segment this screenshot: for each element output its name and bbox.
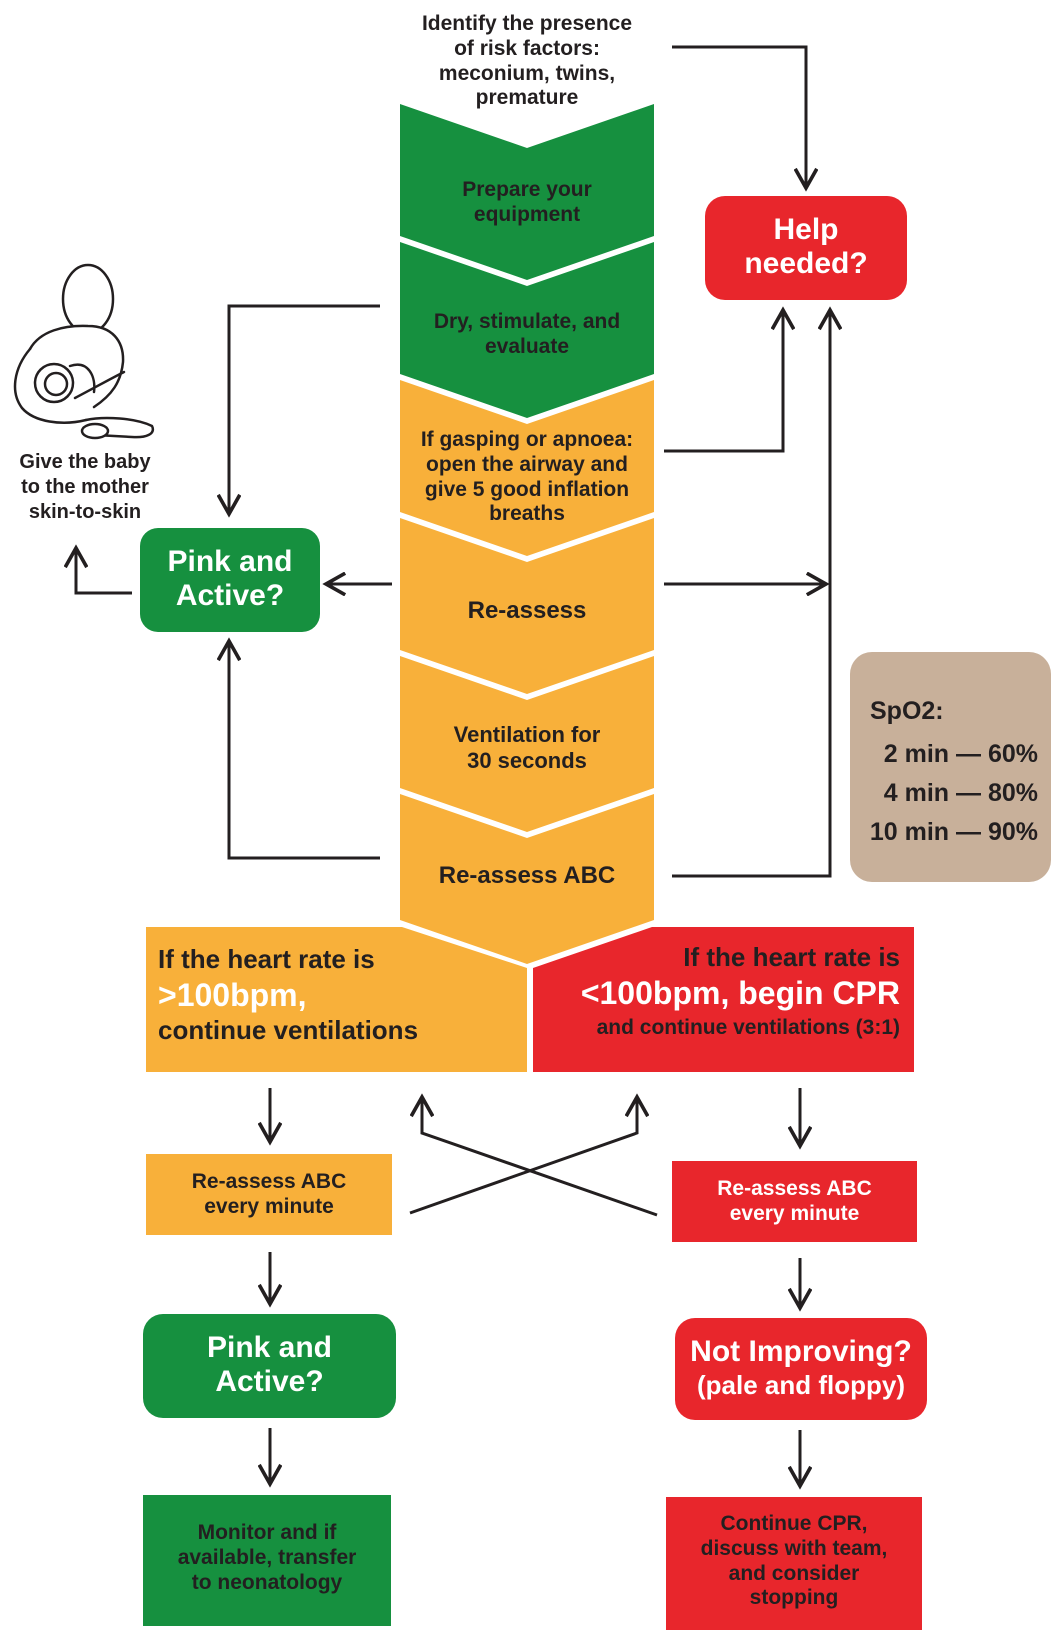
step-reassess-abc-label: Re-assess ABC: [400, 862, 654, 890]
pink-active-line: Pink and: [167, 545, 293, 578]
hr-low-line1: If the heart rate is: [683, 942, 900, 972]
hr-high-line2: >100bpm,: [158, 976, 307, 1013]
reassess-right-box: [672, 1161, 917, 1242]
step-line: Re-assess ABC: [438, 862, 616, 889]
arrow-risk-to-help: [672, 45, 806, 188]
arrow-pink-to-mother: [76, 548, 132, 595]
mother-caption-line: Give the baby: [19, 451, 151, 473]
hr-high-text: If the heart rate is >100bpm, continue v…: [158, 943, 518, 1046]
step-airway-label: If gasping or apnoea: open the airway an…: [400, 428, 654, 527]
step-ventilation-label: Ventilation for 30 seconds: [400, 722, 654, 774]
hr-high-line3: continue ventilations: [158, 1014, 419, 1045]
spo2-row: 10 min — 90%: [869, 818, 1038, 846]
step-line: give 5 good inflation: [424, 477, 630, 501]
risk-factors-line: of risk factors:: [454, 36, 600, 60]
arrow-dry-to-pink: [229, 304, 380, 514]
spo2-targets: 2 min — 60% 4 min — 80% 10 min — 90%: [850, 735, 1038, 852]
step-line: Dry, stimulate, and: [433, 310, 621, 333]
step-line: evaluate: [484, 334, 570, 358]
continue-cpr-line: Continue CPR,: [720, 1512, 868, 1535]
reassess-left-label: Re-assess ABC every minute: [146, 1170, 392, 1220]
reassess-right-label: Re-assess ABC every minute: [672, 1177, 917, 1227]
hr-low-line2: <100bpm, begin CPR: [580, 974, 900, 1011]
risk-factors-text: Identify the presence of risk factors: m…: [380, 12, 674, 111]
continue-cpr-line: stopping: [749, 1586, 839, 1610]
monitor-line: Monitor and if: [197, 1521, 337, 1544]
monitor-line: to neonatology: [191, 1570, 343, 1594]
not-improving-label: Not Improving? (pale and floppy): [675, 1335, 927, 1401]
hr-low-line3: and continue ventilations (3:1): [596, 1015, 900, 1039]
heart-rate-high-box: [146, 927, 527, 1072]
reassess-right-line: every minute: [729, 1201, 860, 1225]
monitor-box: [143, 1495, 391, 1626]
mother-caption: Give the baby to the mother skin-to-skin: [0, 450, 170, 525]
spo2-row: 4 min — 80%: [883, 779, 1038, 807]
continue-cpr-line: discuss with team,: [700, 1536, 888, 1560]
arrow-airway-to-help: [664, 310, 783, 453]
reassess-right-line: Re-assess ABC: [717, 1177, 872, 1200]
pink-active-bottom-label: Pink and Active?: [143, 1331, 396, 1398]
continue-cpr-label: Continue CPR, discuss with team, and con…: [666, 1512, 922, 1611]
not-improving-line2: (pale and floppy): [697, 1369, 905, 1400]
monitor-line: available, transfer: [177, 1545, 357, 1569]
risk-factors-line: premature: [475, 86, 579, 110]
pink-active-line: Active?: [175, 578, 285, 612]
help-needed-box: [705, 196, 907, 300]
chevron-reassess: [400, 518, 654, 694]
pink-active-top-box: [140, 528, 320, 632]
chevron-ventilation: [400, 656, 654, 832]
reassess-left-box: [146, 1154, 392, 1235]
help-line: needed?: [744, 246, 868, 280]
reassess-left-line: Re-assess ABC: [191, 1170, 347, 1193]
heart-rate-low-box: [533, 927, 914, 1072]
arrow-abc-to-pink: [229, 641, 380, 860]
arrow-reassess-abc-to-help: [672, 310, 830, 878]
mother-holding-baby-icon: [13, 263, 155, 440]
risk-factors-line: meconium, twins,: [438, 61, 616, 85]
chevron-reassess-abc: [400, 794, 654, 964]
pink-active-line: Active?: [215, 1364, 324, 1398]
not-improving-line1: Not Improving?: [690, 1335, 912, 1368]
pink-active-bottom-box: [143, 1314, 396, 1418]
arrow-reassess-right-to-high: [422, 1097, 658, 1217]
risk-factors-line: Identify the presence: [421, 12, 633, 35]
not-improving-box: [675, 1318, 927, 1420]
step-reassess-label: Re-assess: [400, 597, 654, 625]
chevron-dry-stimulate: [400, 242, 654, 418]
arrow-reassess-left-to-low: [409, 1097, 637, 1215]
reassess-left-line: every minute: [204, 1194, 334, 1218]
continue-cpr-box: [666, 1497, 922, 1630]
step-line: Prepare your: [462, 178, 592, 201]
mother-caption-line: skin-to-skin: [28, 501, 142, 523]
chevron-prepare-equipment: [400, 104, 654, 280]
hr-high-line1: If the heart rate is: [158, 944, 375, 974]
chevron-open-airway: [400, 380, 654, 556]
continue-cpr-line: and consider: [728, 1561, 860, 1585]
help-line: Help: [773, 213, 839, 246]
spo2-box: [850, 652, 1051, 882]
spo2-row: 2 min — 60%: [883, 740, 1038, 768]
step-line: Re-assess: [467, 597, 587, 624]
step-line: Ventilation for: [453, 722, 601, 747]
pink-active-line: Pink and: [206, 1331, 333, 1364]
help-needed-label: Help needed?: [705, 213, 907, 280]
step-dry-label: Dry, stimulate, and evaluate: [400, 310, 654, 360]
pink-active-top-label: Pink and Active?: [140, 545, 320, 612]
hr-low-text: If the heart rate is <100bpm, begin CPR …: [536, 941, 900, 1043]
spo2-title: SpO2:: [870, 697, 944, 725]
step-line: open the airway and: [426, 452, 628, 476]
monitor-label: Monitor and if available, transfer to ne…: [143, 1521, 391, 1595]
step-line: breaths: [489, 502, 565, 526]
mother-caption-line: to the mother: [21, 476, 149, 498]
step-line: 30 seconds: [467, 747, 587, 773]
step-line: If gasping or apnoea:: [420, 428, 634, 451]
step-line: equipment: [473, 202, 581, 226]
step-prepare-label: Prepare your equipment: [400, 178, 654, 228]
